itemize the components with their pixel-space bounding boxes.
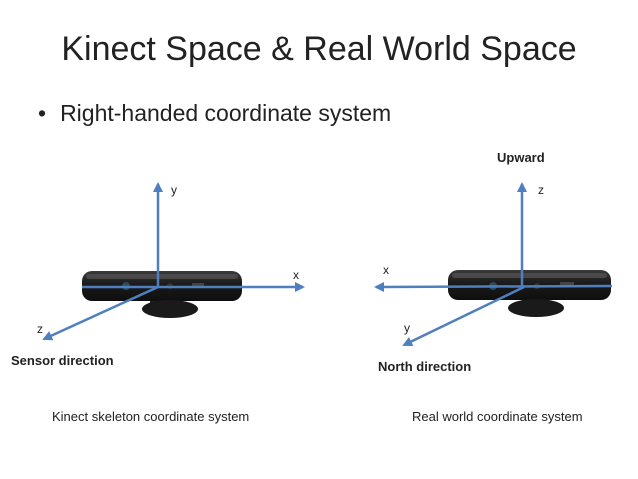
axes-left <box>42 182 305 341</box>
right-z-axis-label: z <box>538 183 544 197</box>
left-x-axis-label: x <box>293 268 299 282</box>
left-z-axis-label: z <box>37 322 43 336</box>
axes-right <box>374 182 613 347</box>
right-caption: Real world coordinate system <box>412 409 583 424</box>
right-y-axis <box>402 285 525 347</box>
kinect-sensor-right <box>448 270 611 317</box>
bullet-text: Right-handed coordinate system <box>60 100 392 126</box>
left-y-axis-label: y <box>171 183 177 197</box>
bullet-dot: • <box>38 100 47 126</box>
bullet-point: • Right-handed coordinate system <box>38 100 391 127</box>
slide-title: Kinect Space & Real World Space <box>61 30 577 68</box>
left-caption: Kinect skeleton coordinate system <box>52 409 250 424</box>
north-direction-label: North direction <box>378 359 472 374</box>
right-y-axis-label: y <box>404 321 410 335</box>
sensor-direction-label: Sensor direction <box>11 353 114 368</box>
upward-label: Upward <box>497 150 545 165</box>
right-x-axis <box>374 281 613 292</box>
right-x-axis-label: x <box>383 263 389 277</box>
left-z-axis <box>42 285 159 341</box>
